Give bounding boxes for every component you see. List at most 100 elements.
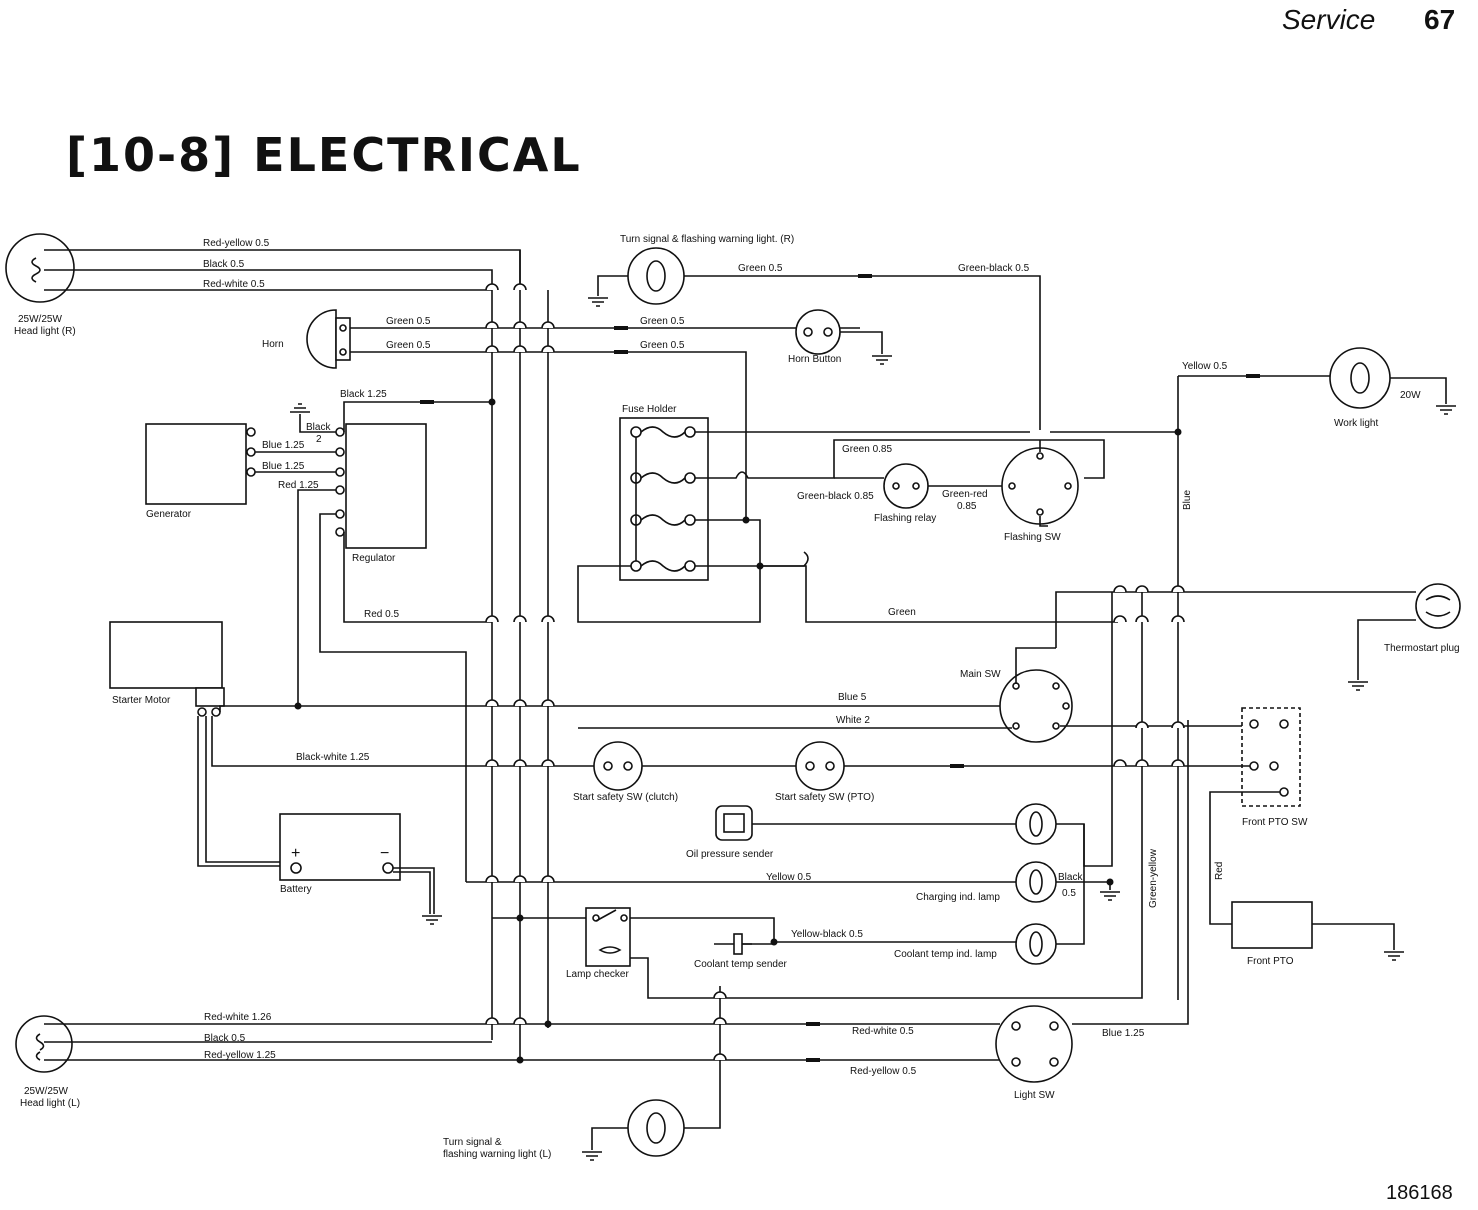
horn: Horn (262, 309, 351, 369)
wire-green-yellow: Green-yellow (1148, 848, 1159, 908)
wire-red-05: Red 0.5 (364, 609, 399, 620)
turn-signal-l-label-1: Turn signal & (443, 1137, 502, 1148)
work-light-label: Work light (1334, 418, 1378, 429)
wire-black-05-b: 0.5 (1062, 888, 1076, 899)
head-light-l-label: Head light (L) (20, 1098, 80, 1109)
crossover-bumps (485, 283, 1185, 1061)
flashing-relay-label: Flashing relay (874, 513, 936, 524)
wire-green-black-085: Green-black 0.85 (797, 491, 874, 502)
lamp-checker-label: Lamp checker (566, 969, 629, 980)
wire-blue-125-b: Blue 1.25 (262, 461, 305, 472)
wire-red-white-05-top: Red-white 0.5 (203, 279, 265, 290)
wire-red-vertical: Red (1214, 862, 1225, 880)
wire-green-black-05: Green-black 0.5 (958, 263, 1030, 274)
fuse-holder-label: Fuse Holder (622, 404, 677, 415)
battery: + − Battery (279, 813, 401, 895)
wire-horn-green-1: Green 0.5 (386, 316, 431, 327)
wire-black-05-top: Black 0.5 (203, 259, 245, 270)
start-safety-sw-pto: Start safety SW (PTO) (775, 741, 874, 803)
oil-pressure-sender: Oil pressure sender (686, 805, 774, 860)
wire-yellow-black-05: Yellow-black 0.5 (791, 929, 863, 940)
wire-horn-btn-green-2: Green 0.5 (640, 340, 685, 351)
front-pto-label: Front PTO (1247, 956, 1294, 967)
wire-blue-125-a: Blue 1.25 (262, 440, 305, 451)
oil-pressure-sender-label: Oil pressure sender (686, 849, 774, 860)
main-sw: Main SW (960, 669, 1073, 743)
turn-signal-l: Turn signal & flashing warning light (L) (443, 1099, 685, 1160)
wire-green-red-b: 0.85 (957, 501, 977, 512)
light-sw: Light SW (995, 1005, 1073, 1101)
charging-lamp-label: Charging ind. lamp (916, 892, 1000, 903)
main-sw-label: Main SW (960, 669, 1001, 680)
wire-red-yellow-05: Red-yellow 0.5 (203, 238, 270, 249)
wire-black-125: Black 1.25 (340, 389, 387, 400)
header-section-label: Service (1282, 4, 1376, 35)
flashing-sw: Flashing SW (1001, 447, 1079, 543)
battery-label: Battery (280, 884, 312, 895)
work-light-rating: 20W (1400, 390, 1421, 401)
wire-green-red-a: Green-red (942, 489, 988, 500)
wire-red-white-126: Red-white 1.26 (204, 1012, 272, 1023)
wire-yellow-05-work: Yellow 0.5 (1182, 361, 1228, 372)
light-sw-label: Light SW (1014, 1090, 1055, 1101)
wire-black-2-a: Black (306, 422, 331, 433)
coolant-temp-lamp-label: Coolant temp ind. lamp (894, 949, 997, 960)
wire-green-085: Green 0.85 (842, 444, 892, 455)
front-pto-sw: Front PTO SW (1241, 707, 1308, 828)
front-pto-sw-label: Front PTO SW (1242, 817, 1308, 828)
page-number: 67 (1424, 4, 1456, 35)
head-light-r-label: Head light (R) (14, 326, 76, 337)
turn-signal-l-label-2: flashing warning light (L) (443, 1149, 551, 1160)
work-light: 20W Work light (1329, 347, 1421, 429)
wire-green: Green (888, 607, 916, 618)
horn-button: Horn Button (788, 309, 841, 365)
head-light-r-rating: 25W/25W (18, 314, 62, 325)
fuse-holder: Fuse Holder (619, 404, 709, 581)
wire-black-2-b: 2 (316, 434, 322, 445)
coolant-temp-sender-label: Coolant temp sender (694, 959, 788, 970)
wire-blue-vertical: Blue (1182, 490, 1193, 510)
regulator: Regulator (335, 423, 427, 564)
wire-white-2: White 2 (836, 715, 870, 726)
horn-button-label: Horn Button (788, 354, 841, 365)
start-safety-sw-clutch: Start safety SW (clutch) (573, 741, 678, 803)
junction-dots (294, 398, 1182, 1064)
figure-number: 186168 (1386, 1182, 1453, 1204)
wire-black-white-125: Black-white 1.25 (296, 752, 370, 763)
thermostart-plug: Thermostart plug (1384, 583, 1461, 654)
flashing-sw-label: Flashing SW (1004, 532, 1061, 543)
lamp-checker: Lamp checker (566, 907, 631, 980)
head-light-r: 25W/25W Head light (R) (5, 233, 76, 337)
wire-horn-btn-green-1: Green 0.5 (640, 316, 685, 327)
flashing-relay: Flashing relay (874, 463, 936, 524)
wire-turn-r-green: Green 0.5 (738, 263, 783, 274)
battery-plus: + (291, 845, 300, 862)
starter-motor-label: Starter Motor (112, 695, 171, 706)
turn-signal-r-label: Turn signal & flashing warning light. (R… (620, 234, 794, 245)
section-title: [10-8] ELECTRICAL (66, 128, 582, 182)
coolant-temp-lamp: Coolant temp ind. lamp (894, 923, 1057, 965)
wire-blue-5: Blue 5 (838, 692, 867, 703)
wire-yellow-05-charge: Yellow 0.5 (766, 872, 812, 883)
wire-blue-125-light: Blue 1.25 (1102, 1028, 1145, 1039)
horn-label: Horn (262, 339, 284, 350)
start-safety-clutch-label: Start safety SW (clutch) (573, 792, 678, 803)
wire-red-yellow-05-bottom: Red-yellow 0.5 (850, 1066, 917, 1077)
head-light-l-rating: 25W/25W (24, 1086, 68, 1097)
start-safety-pto-label: Start safety SW (PTO) (775, 792, 874, 803)
front-pto: Front PTO (1231, 901, 1313, 967)
generator-label: Generator (146, 509, 192, 520)
wire-black-05-a: Black (1058, 872, 1083, 883)
wire-red-125: Red 1.25 (278, 480, 319, 491)
wire-red-yellow-125: Red-yellow 1.25 (204, 1050, 276, 1061)
wire-red-white-05-bottom: Red-white 0.5 (852, 1026, 914, 1037)
head-light-l: 25W/25W Head light (L) (15, 1015, 80, 1109)
thermostart-plug-label: Thermostart plug (1384, 643, 1460, 654)
starter-motor: Starter Motor (109, 621, 225, 717)
wire-black-05-bottom: Black 0.5 (204, 1033, 246, 1044)
generator: Generator (145, 423, 256, 520)
battery-minus: − (380, 845, 389, 862)
regulator-label: Regulator (352, 553, 396, 564)
wire-horn-green-2: Green 0.5 (386, 340, 431, 351)
